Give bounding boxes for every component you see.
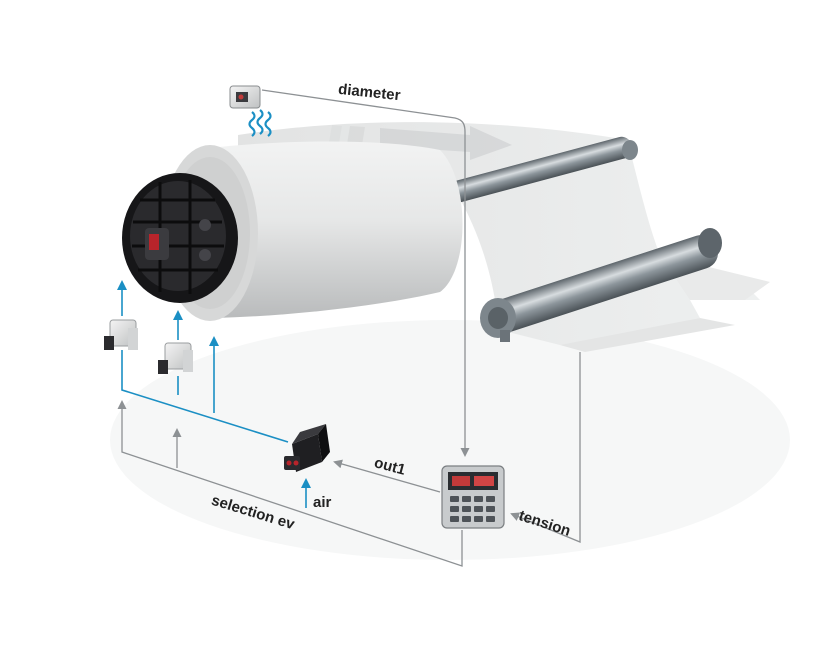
air-label: air bbox=[313, 494, 332, 511]
guide-roller-bottom bbox=[480, 228, 722, 342]
solenoid-valve-icon bbox=[104, 319, 138, 350]
web-direction-arrow bbox=[329, 125, 512, 160]
diameter-signal-line bbox=[261, 89, 470, 457]
proportional-valve-icon bbox=[284, 424, 330, 472]
tension-controller-icon bbox=[441, 465, 505, 529]
tension-signal-line bbox=[510, 352, 581, 543]
pneumatic-lines bbox=[117, 280, 311, 508]
out1-signal-line bbox=[333, 459, 441, 493]
floor-shadow bbox=[110, 320, 790, 560]
solenoid-valve-icon bbox=[158, 342, 193, 374]
pneumatic-brake-icon bbox=[122, 173, 238, 303]
ultrasonic-sensor-icon bbox=[229, 85, 272, 137]
signal-lines bbox=[117, 89, 581, 567]
air-line-main bbox=[121, 350, 289, 443]
selection-ev-line-1 bbox=[117, 400, 463, 567]
sensor-wave-icon bbox=[248, 109, 272, 137]
